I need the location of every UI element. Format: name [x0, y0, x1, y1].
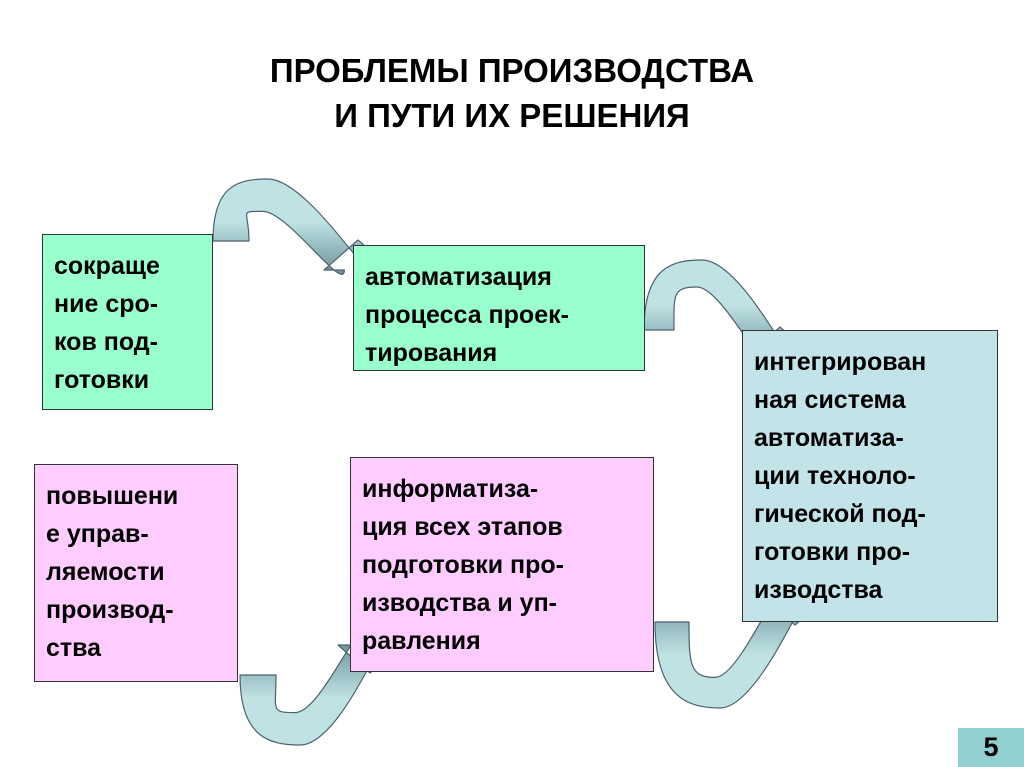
box-production-controllability: повышени е управ- ляемости производ- ств… [34, 464, 238, 682]
box-text-line: гической под- [754, 500, 926, 528]
box-text-line: подготовки про- [362, 551, 564, 579]
title-line: ПРОБЛЕМЫ ПРОИЗВОДСТВА [269, 52, 755, 89]
box-text-line: ции техноло- [754, 462, 916, 490]
box-text-line: готовки [54, 366, 150, 394]
box-text-line: повышени [46, 482, 179, 510]
box-text-line: равления [362, 627, 481, 655]
box-text-line: готовки про- [754, 538, 911, 566]
title-line: И ПУТИ ИХ РЕШЕНИЯ [334, 97, 690, 134]
box-design-automation: автоматизация процесса проек- тирования [353, 245, 645, 371]
box-text-line: ства [46, 634, 102, 662]
box-informatization: информатиза- ция всех этапов подготовки … [350, 457, 654, 672]
box-text-line: информатиза- [362, 475, 539, 503]
page-number: 5 [983, 732, 999, 762]
box-integrated-system: интегрирован ная система автоматиза- ции… [742, 330, 998, 622]
box-shortening-preparation-time: сокраще ние сро- ков под- готовки [42, 234, 213, 410]
slide-title: ПРОБЛЕМЫ ПРОИЗВОДСТВА И ПУТИ ИХ РЕШЕНИЯ [112, 48, 912, 138]
box-text-line: автоматизация [365, 263, 552, 291]
box-text-line: ние сро- [54, 290, 159, 318]
box-text-line: сокраще [54, 252, 160, 280]
box-text-line: е управ- [46, 520, 149, 548]
box-text-line: процесса проек- [365, 301, 569, 329]
box-text-line: производ- [46, 596, 174, 624]
box-text-line: изводства и уп- [362, 589, 557, 617]
box-text-line: интегрирован [754, 348, 927, 376]
box-text-line: ляемости [46, 558, 165, 586]
box-text-line: изводства [754, 576, 883, 604]
box-text-line: автоматиза- [754, 424, 904, 452]
page-number-badge: 5 [958, 728, 1024, 767]
box-text-line: ков под- [54, 328, 159, 356]
box-text-line: ция всех этапов [362, 513, 563, 541]
box-text-line: тирования [365, 339, 498, 367]
box-text-line: ная система [754, 386, 906, 414]
